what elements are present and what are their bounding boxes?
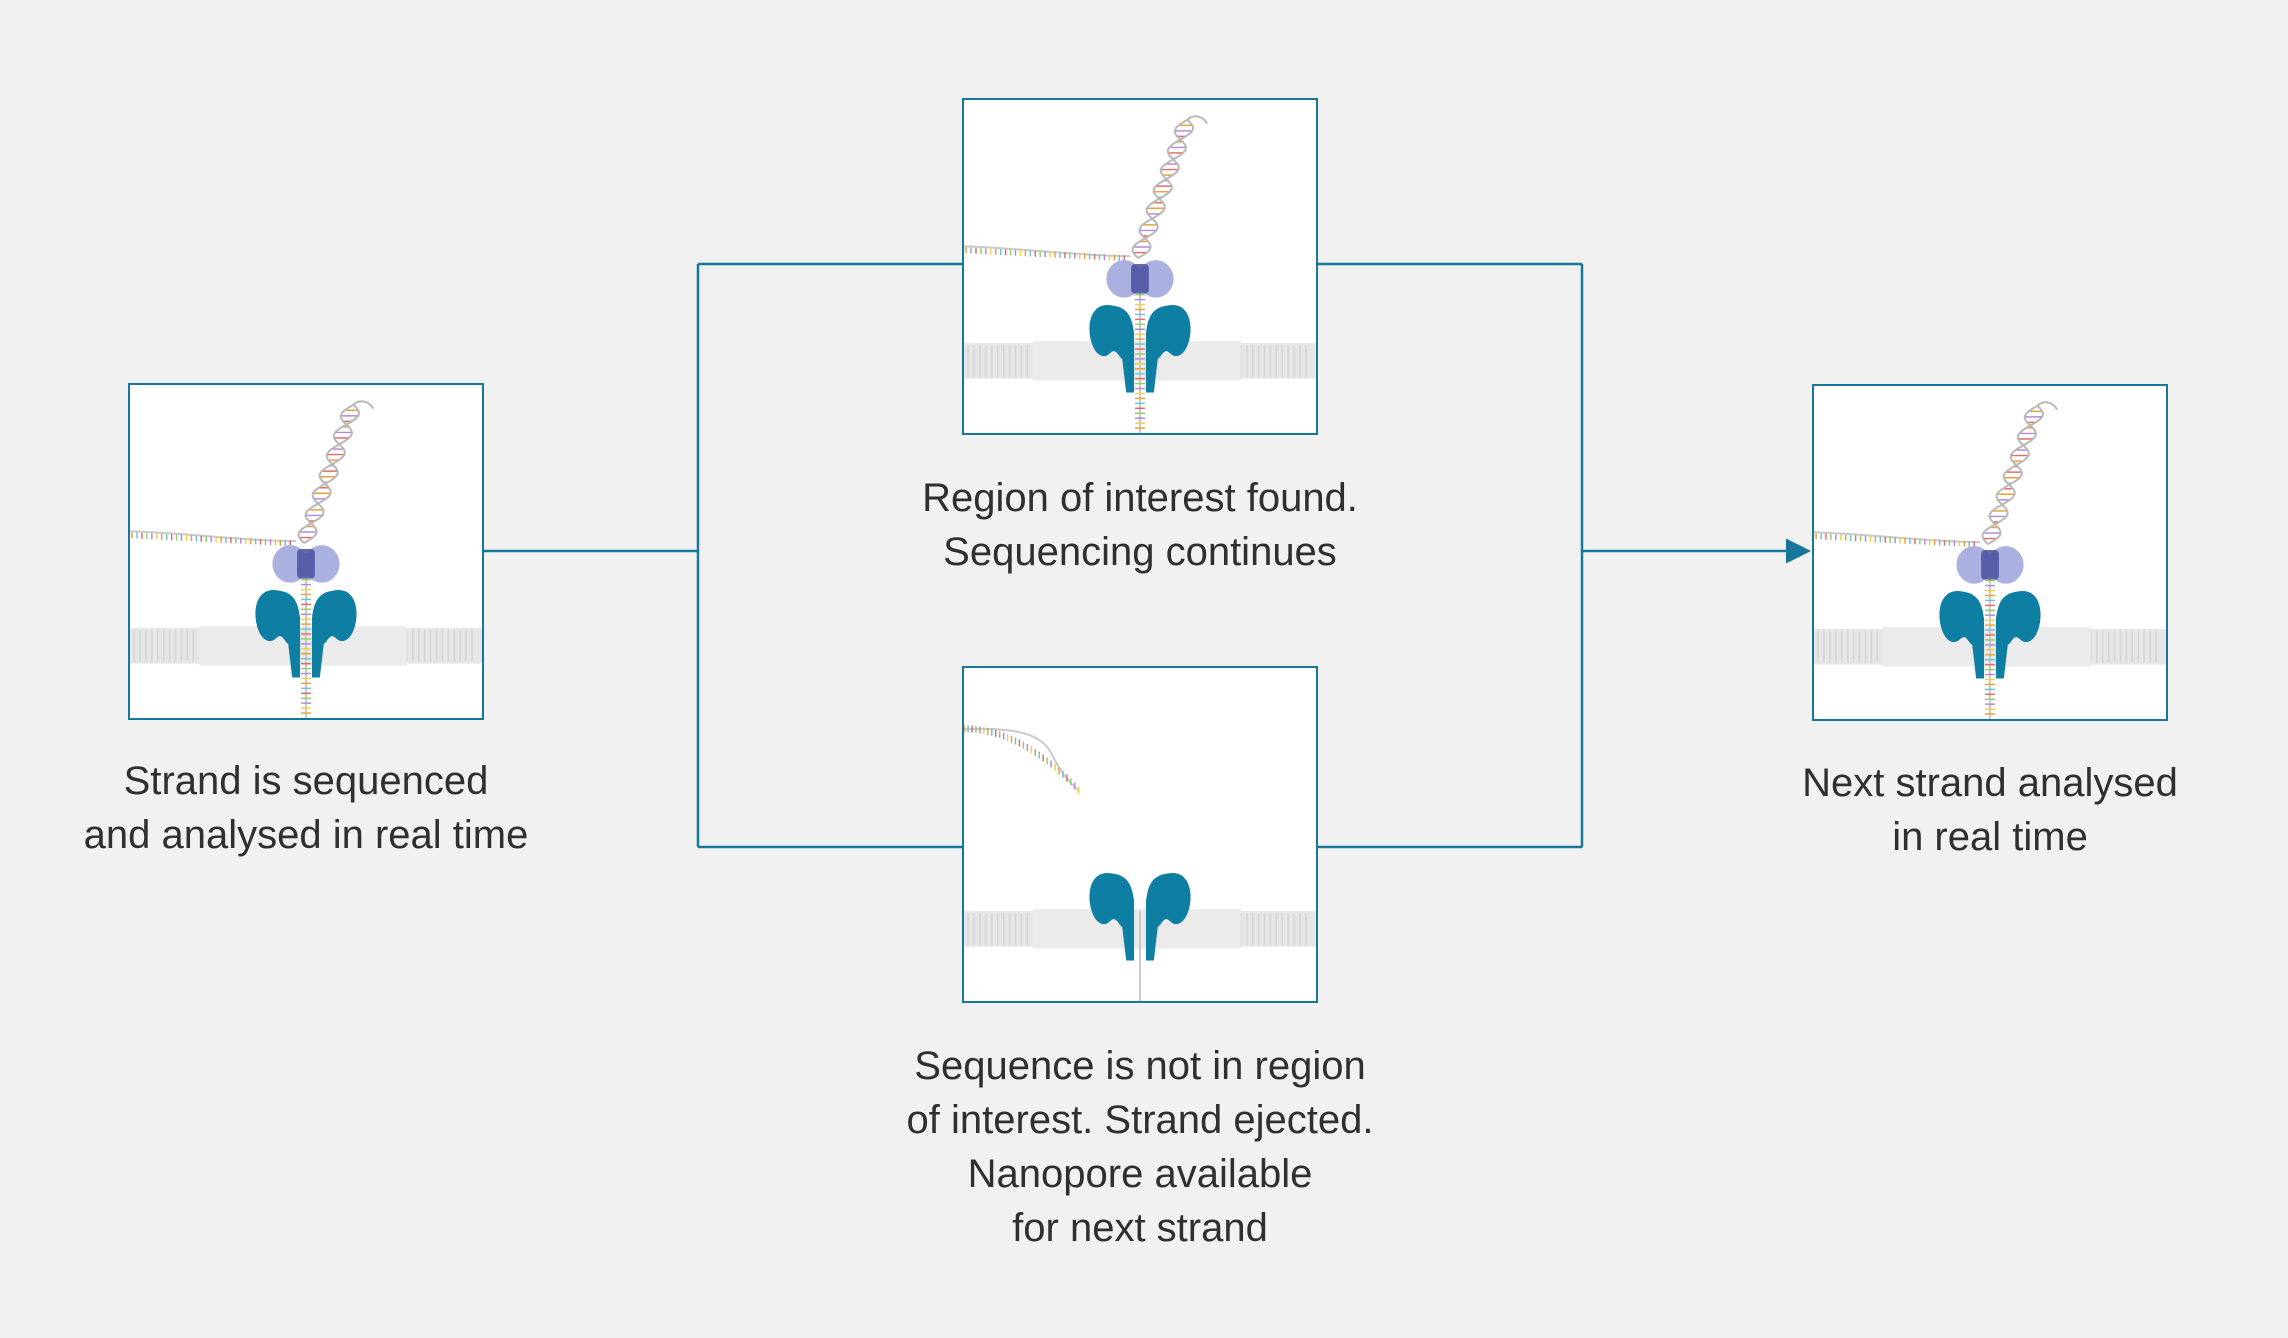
motor-protein [1956,546,2024,584]
motor-protein [1106,260,1174,298]
nanopore-sequencing-icon [964,115,1316,433]
ejected-dna-strand [964,725,1141,1001]
step-ejected-caption: Sequence is not in region of interest. S… [906,1044,1374,1250]
nanopore-sequencing-icon [130,400,482,718]
nanopore [1939,591,2041,679]
step-next-panel [1812,384,2168,721]
nanopore [1089,873,1191,961]
membrane [964,341,1316,381]
empty-nanopore-icon [964,725,1316,1001]
nanopore [255,590,357,678]
step-ejected-panel [962,666,1318,1003]
step-found-panel [962,98,1318,435]
nanopore [1089,305,1191,393]
step-next-caption: Next strand analysed in real time [1802,761,2178,859]
step-start-panel [128,383,484,720]
step-found-caption: Region of interest found. Sequencing con… [922,476,1358,574]
nanopore-sequencing-icon [1814,401,2166,719]
motor-protein [272,545,340,583]
step-start-caption: Strand is sequenced and analysed in real… [83,759,529,857]
dna-strand [964,115,1209,433]
